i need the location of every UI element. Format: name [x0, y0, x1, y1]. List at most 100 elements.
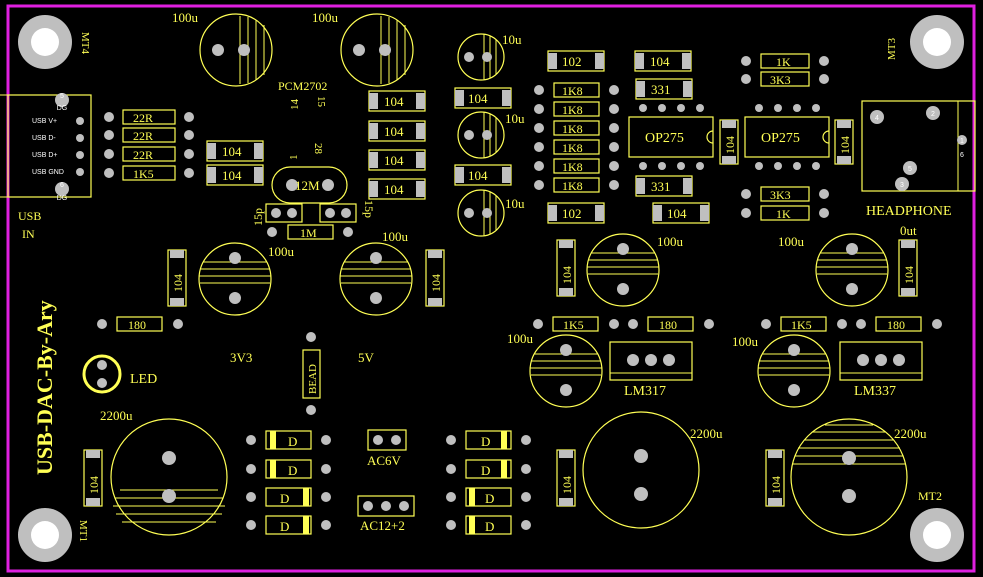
- svg-text:100u: 100u: [732, 334, 759, 349]
- svg-text:D: D: [280, 491, 289, 506]
- svg-text:100u: 100u: [382, 229, 409, 244]
- svg-text:2200u: 2200u: [100, 408, 133, 423]
- svg-text:5: 5: [908, 166, 912, 173]
- svg-text:104: 104: [560, 266, 574, 284]
- resistor-180-lm317: 180: [628, 316, 714, 332]
- svg-text:2200u: 2200u: [690, 426, 723, 441]
- capacitor-104-v2: 104: [834, 119, 854, 165]
- ferrite-bead: BEAD: [302, 332, 321, 415]
- svg-text:28: 28: [312, 143, 324, 155]
- svg-text:104: 104: [838, 136, 852, 154]
- svg-text:10u: 10u: [505, 196, 525, 211]
- capacitor-104-a: 104: [206, 140, 264, 162]
- svg-text:0: 0: [43, 533, 47, 540]
- svg-text:D: D: [485, 491, 494, 506]
- svg-text:22R: 22R: [133, 148, 153, 162]
- capacitor-331-top: 331: [635, 78, 693, 100]
- mt2-label: MT2: [918, 489, 942, 503]
- capacitor-104-v4: 104: [425, 249, 445, 307]
- capacitor-10u-2: 10u: [457, 111, 525, 159]
- svg-text:104: 104: [667, 206, 687, 221]
- svg-text:104: 104: [384, 182, 404, 197]
- svg-text:22R: 22R: [133, 111, 153, 125]
- capacitor-104-top-mid: 104: [634, 50, 692, 72]
- usb-pin-dplus: USB D+: [32, 152, 57, 159]
- resistor-22r-1: 22R: [104, 109, 194, 125]
- capacitor-104-f: 104: [368, 178, 426, 200]
- crystal-12m: 12M: [271, 166, 348, 204]
- capacitor-104-v9: 104: [765, 449, 785, 507]
- svg-text:1K8: 1K8: [562, 122, 583, 136]
- svg-text:1K8: 1K8: [562, 179, 583, 193]
- connector-ac6v: AC6V: [367, 429, 407, 468]
- resistor-1k-bottom: 1K: [741, 205, 829, 221]
- usb-pin-vplus: USB V+: [32, 118, 57, 125]
- svg-text:15p: 15p: [362, 200, 376, 218]
- svg-text:1K: 1K: [776, 55, 791, 69]
- svg-text:2: 2: [931, 111, 935, 118]
- regulator-lm317: LM317: [609, 341, 693, 399]
- svg-text:100u: 100u: [312, 10, 339, 25]
- capacitor-102-top: 102: [547, 50, 605, 72]
- svg-text:1K5: 1K5: [563, 318, 584, 332]
- resistor-3k3-top: 3K3: [741, 71, 829, 87]
- capacitor-100u-5v: 100u: [339, 229, 413, 316]
- svg-text:102: 102: [562, 54, 582, 69]
- svg-text:2200u: 2200u: [894, 426, 927, 441]
- svg-text:OP275: OP275: [761, 131, 800, 146]
- usb-connector: 5 DG 6 DG USB V+ USB D- USB D+ USB GND U…: [0, 93, 92, 241]
- svg-text:180: 180: [887, 318, 905, 332]
- resistor-180-lm337: 180: [856, 316, 942, 332]
- svg-text:1K: 1K: [776, 207, 791, 221]
- svg-text:15p: 15p: [251, 208, 265, 226]
- svg-text:104: 104: [171, 274, 185, 292]
- rail-5v-label: 5V: [358, 350, 375, 365]
- svg-text:6: 6: [960, 152, 964, 159]
- mt3-label: MT3: [886, 38, 898, 61]
- svg-text:12M: 12M: [295, 178, 320, 193]
- svg-text:AC6V: AC6V: [367, 453, 402, 468]
- capacitor-15p-left: 15p: [251, 203, 303, 226]
- svg-text:5: 5: [60, 93, 64, 100]
- capacitor-100u-out-left: 100u: [586, 233, 684, 307]
- capacitor-100u-c2: 100u: [312, 10, 414, 87]
- capacitor-100u-lm337: 100u: [732, 334, 831, 408]
- resistor-180-left: 180: [97, 316, 183, 332]
- capacitor-102-bottom: 102: [547, 202, 605, 224]
- svg-text:104: 104: [429, 274, 443, 292]
- svg-text:104: 104: [384, 153, 404, 168]
- capacitor-104-d: 104: [368, 120, 426, 142]
- capacitor-104-v7: 104: [83, 449, 103, 507]
- capacitor-100u-3v3: 100u: [198, 242, 295, 316]
- svg-text:1M: 1M: [300, 226, 317, 240]
- svg-text:331: 331: [651, 82, 671, 97]
- mt1-label: MT1: [77, 520, 89, 542]
- svg-text:0: 0: [935, 40, 939, 47]
- usb-label: USB: [18, 209, 41, 223]
- svg-text:D: D: [485, 519, 494, 534]
- capacitor-10u-3: 10u: [457, 189, 525, 237]
- svg-text:3: 3: [900, 182, 904, 189]
- capacitor-10u-1: 10u: [457, 32, 522, 81]
- resistor-1k5-lm317: 1K5: [533, 316, 619, 332]
- resistor-1k5-usb: 1K5: [104, 165, 194, 181]
- svg-text:3K3: 3K3: [770, 73, 791, 87]
- capacitor-104-g: 104: [454, 87, 512, 109]
- ic-pcm2702: PCM2702 14 15 1 28: [278, 79, 327, 160]
- svg-text:104: 104: [769, 476, 783, 494]
- svg-text:180: 180: [128, 318, 146, 332]
- headphone-label: HEADPHONE: [866, 204, 952, 219]
- capacitor-104-bottom-mid: 104: [652, 202, 710, 224]
- usb-pin-dminus: USB D-: [32, 135, 56, 142]
- svg-text:4: 4: [875, 115, 879, 122]
- svg-text:104: 104: [723, 136, 737, 154]
- svg-text:0: 0: [43, 40, 47, 47]
- resistor-3k3-bottom: 3K3: [741, 186, 829, 202]
- resistor-1m: 1M: [267, 224, 353, 240]
- svg-text:104: 104: [222, 144, 242, 159]
- svg-text:D: D: [288, 463, 297, 478]
- svg-text:OP275: OP275: [645, 131, 684, 146]
- mount-hole-mt3: 0 MT3: [886, 15, 964, 69]
- svg-text:1K5: 1K5: [133, 167, 154, 181]
